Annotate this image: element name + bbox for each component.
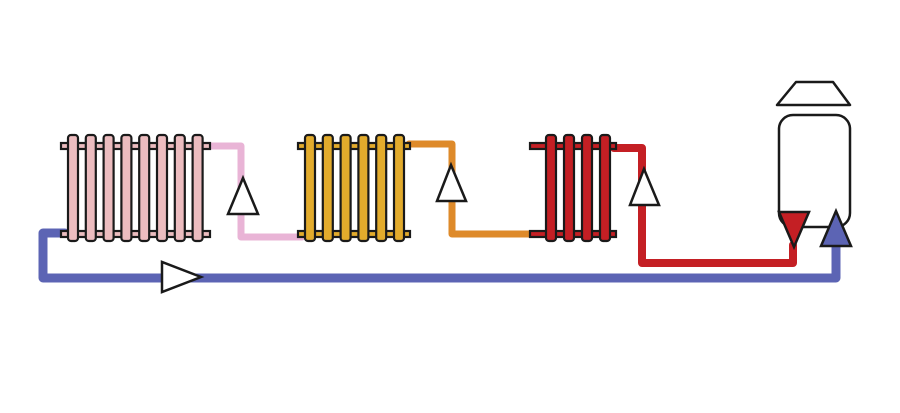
radiator-2-section — [375, 133, 388, 243]
boiler-inlet-arrow — [819, 207, 853, 248]
radiator-1-section — [138, 133, 151, 243]
radiator-3 — [528, 133, 618, 243]
boiler-chimney — [775, 80, 852, 107]
radiator-2-section — [303, 133, 317, 243]
boiler-tank — [777, 113, 852, 229]
radiator-3-section — [598, 133, 612, 243]
boiler — [775, 80, 852, 229]
radiator-2-section — [321, 133, 334, 243]
radiator-1-section — [191, 133, 204, 243]
flow-arrow-pipe-1-2 — [226, 174, 260, 216]
radiator-2-bottom-bar — [296, 229, 412, 239]
radiator-1 — [59, 133, 212, 243]
radiator-1-bottom-bar — [59, 229, 212, 239]
radiator-1-section — [173, 133, 186, 243]
radiator-1-section — [84, 133, 97, 243]
flow-arrows — [160, 161, 853, 294]
return-pipe — [38, 228, 841, 283]
radiator-2-top-bar — [296, 141, 412, 151]
radiator-2 — [296, 133, 412, 243]
radiator-2-section — [339, 133, 352, 243]
radiator-1-top-bar — [59, 141, 212, 151]
supply-pipe — [610, 144, 797, 267]
flow-arrow-return — [160, 260, 205, 294]
radiator-2-section — [357, 133, 370, 243]
radiator-1-section — [102, 133, 115, 243]
radiator-1-section — [120, 133, 133, 243]
radiator-3-section — [544, 133, 558, 243]
boiler-outlet-arrow — [777, 210, 811, 251]
radiator-1-section — [155, 133, 169, 243]
radiator-1-section — [66, 133, 80, 243]
flow-arrow-pipe-2-3 — [435, 161, 468, 203]
flow-arrow-supply — [628, 165, 661, 207]
radiator-3-section — [562, 133, 576, 243]
radiator-3-section — [580, 133, 594, 243]
radiator-2-section — [392, 133, 406, 243]
